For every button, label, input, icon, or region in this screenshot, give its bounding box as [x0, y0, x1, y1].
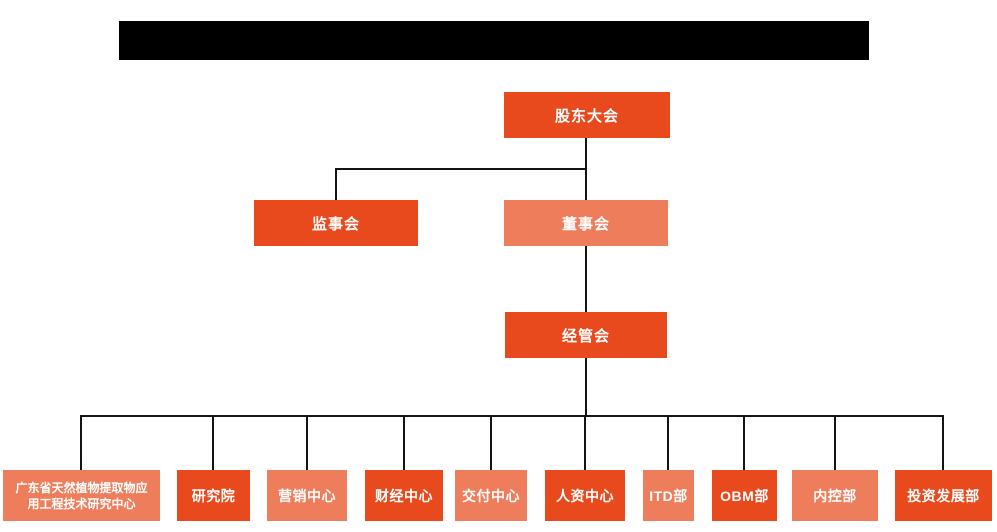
org-node-internal-control-label: 内控部 — [813, 487, 857, 504]
connector-bottom-branch — [81, 415, 944, 417]
connector-drop-research-institute — [212, 415, 214, 470]
org-node-hr-label: 人资中心 — [556, 487, 614, 504]
org-node-supervisory: 监事会 — [254, 200, 418, 246]
org-node-board: 董事会 — [504, 200, 668, 246]
connector-drop-obm — [743, 415, 745, 470]
connector-drop-finance — [403, 415, 405, 470]
connector-drop-hr — [584, 415, 586, 470]
org-node-management-label: 经管会 — [561, 327, 610, 345]
org-node-shareholders: 股东大会 — [504, 92, 670, 138]
org-node-obm: OBM部 — [712, 470, 777, 521]
org-node-hr: 人资中心 — [545, 470, 625, 521]
org-node-management: 经管会 — [505, 312, 667, 358]
connector-supervisory-drop — [335, 168, 337, 200]
org-node-obm-label: OBM部 — [720, 487, 769, 504]
org-node-research-center: 广东省天然植物提取物应 用工程技术研究中心 — [3, 470, 160, 521]
org-node-finance: 财经中心 — [365, 470, 443, 521]
org-node-research-institute-label: 研究院 — [191, 487, 236, 504]
org-node-shareholders-label: 股东大会 — [554, 107, 619, 125]
org-node-supervisory-label: 监事会 — [311, 215, 360, 233]
redacted-title-bar — [119, 21, 869, 60]
org-node-research-center-label-line2: 用工程技术研究中心 — [27, 496, 136, 511]
org-node-research-center-label: 广东省天然植物提取物应 用工程技术研究中心 — [15, 480, 147, 512]
org-node-marketing: 营销中心 — [267, 470, 347, 521]
org-node-itd: ITD部 — [643, 470, 694, 521]
connector-drop-itd — [667, 415, 669, 470]
org-node-research-center-label-line1: 广东省天然植物提取物应 — [15, 480, 148, 495]
connector-top-branch — [335, 168, 587, 170]
org-node-board-label: 董事会 — [561, 215, 610, 233]
connector-board-management — [585, 246, 587, 312]
org-node-delivery: 交付中心 — [455, 470, 527, 521]
connector-management-down — [585, 358, 587, 416]
connector-drop-internal-control — [834, 415, 836, 470]
org-node-delivery-label: 交付中心 — [462, 487, 520, 504]
connector-drop-marketing — [306, 415, 308, 470]
org-node-internal-control: 内控部 — [792, 470, 878, 521]
org-node-investment-label: 投资发展部 — [907, 487, 980, 504]
org-node-marketing-label: 营销中心 — [278, 487, 336, 504]
org-node-finance-label: 财经中心 — [375, 487, 433, 504]
org-node-research-institute: 研究院 — [177, 470, 250, 521]
org-node-investment: 投资发展部 — [895, 470, 992, 521]
org-node-itd-label: ITD部 — [649, 487, 688, 504]
connector-drop-investment — [942, 415, 944, 470]
connector-drop-delivery — [490, 415, 492, 470]
connector-drop-research-center — [80, 415, 82, 470]
